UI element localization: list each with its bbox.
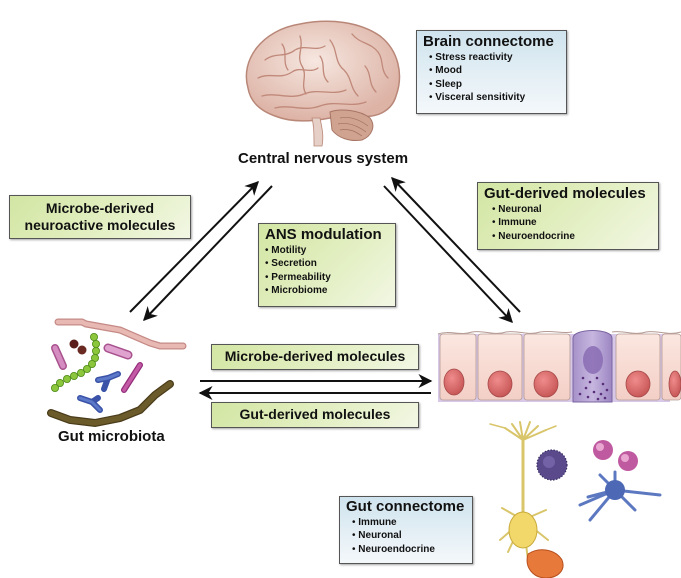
gut-derived-top-item: Neuronal: [492, 203, 652, 217]
gut-derived-molecules-box-bottom: Gut-derived molecules: [211, 402, 419, 428]
ans-modulation-title: ANS modulation: [265, 226, 382, 243]
brain-connectome-item: Visceral sensitivity: [429, 91, 560, 105]
gut-derived-top-title: Gut-derived molecules: [484, 185, 646, 202]
microbe-neuroactive-box: Microbe-derived neuroactive molecules: [9, 195, 191, 239]
microbe-neuroactive-line1: Microbe-derived: [45, 200, 155, 216]
ans-modulation-item: Microbiome: [265, 284, 389, 298]
glial-cell-illustration: [526, 549, 564, 578]
gut-connectome-item: Neuroendocrine: [352, 543, 466, 557]
ans-modulation-item: Permeability: [265, 271, 389, 285]
brain-connectome-item: Stress reactivity: [429, 51, 560, 65]
immune-cells-illustration: [536, 440, 662, 522]
gut-microbiota-label: Gut microbiota: [58, 428, 165, 445]
gut-connectome-item: Immune: [352, 516, 466, 530]
neuron-illustration: [489, 421, 557, 561]
gut-derived-top-item: Neuroendocrine: [492, 230, 652, 244]
microbe-derived-molecules-box: Microbe-derived molecules: [211, 344, 419, 370]
brain-illustration: [245, 20, 401, 147]
gut-derived-top-item: Immune: [492, 216, 652, 230]
microbe-neuroactive-line2: neuroactive molecules: [24, 216, 176, 233]
brain-connectome-title: Brain connectome: [423, 33, 554, 50]
brain-connectome-item: Sleep: [429, 78, 560, 92]
gut-connectome-box: Gut connectome Immune Neuronal Neuroendo…: [339, 496, 473, 564]
brain-connectome-box: Brain connectome Stress reactivity Mood …: [416, 30, 567, 114]
gut-derived-bottom-label: Gut-derived molecules: [239, 406, 391, 422]
arrow-gut-to-cns: [391, 176, 521, 313]
gut-microbiota-illustration: [47, 318, 187, 428]
arrows: [129, 176, 521, 400]
brain-connectome-item: Mood: [429, 64, 560, 78]
arrow-cns-to-gut: [383, 185, 513, 324]
cns-label: Central nervous system: [238, 150, 409, 167]
gut-connectome-item: Neuronal: [352, 529, 466, 543]
ans-modulation-item: Secretion: [265, 257, 389, 271]
gut-connectome-title: Gut connectome: [346, 498, 465, 515]
microbe-derived-label: Microbe-derived molecules: [224, 348, 406, 364]
arrow-microbiota-to-cns: [129, 181, 259, 313]
gut-derived-molecules-box-top: Gut-derived molecules Neuronal Immune Ne…: [477, 182, 659, 250]
ans-modulation-item: Motility: [265, 244, 389, 258]
arrow-cns-to-microbiota: [143, 185, 273, 322]
ans-modulation-box: ANS modulation Motility Secretion Permea…: [258, 223, 396, 307]
intestinal-epithelium-illustration: [437, 330, 681, 403]
